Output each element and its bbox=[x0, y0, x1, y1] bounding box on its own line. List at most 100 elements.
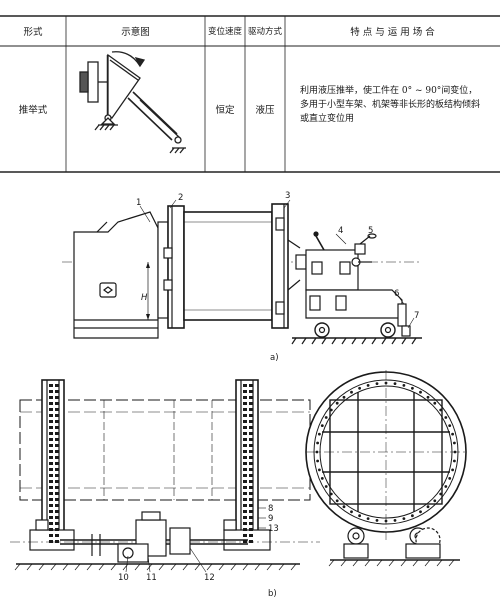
part-6-label: 6 bbox=[394, 289, 399, 299]
gear-tooth bbox=[243, 504, 247, 507]
ring-bolt bbox=[324, 485, 328, 488]
part-2-label: 2 bbox=[178, 193, 183, 203]
gear-tooth bbox=[49, 504, 53, 507]
ring-bolt bbox=[375, 519, 379, 522]
gear-tooth bbox=[243, 486, 247, 489]
gear-tooth bbox=[55, 396, 59, 399]
ring-bolt bbox=[426, 505, 430, 509]
part-12-label: 12 bbox=[204, 573, 215, 583]
ring-bolt bbox=[366, 384, 370, 387]
header-speed: 变位速度 bbox=[207, 27, 242, 37]
ring-bolt bbox=[342, 505, 346, 509]
gear-tooth bbox=[49, 456, 53, 459]
gear-tooth bbox=[55, 402, 59, 405]
ring-bolt bbox=[411, 514, 414, 518]
table-grid bbox=[0, 15, 500, 173]
gear-tooth bbox=[49, 510, 53, 513]
ring-bolt bbox=[318, 468, 321, 472]
gear-tooth bbox=[249, 474, 253, 477]
gear-tooth bbox=[249, 438, 253, 441]
ring-bolt bbox=[384, 519, 388, 523]
gear-tooth bbox=[243, 444, 247, 447]
gear-tooth bbox=[49, 540, 53, 543]
gear-tooth bbox=[49, 438, 53, 441]
gear-tooth bbox=[249, 540, 253, 543]
ring-bolt bbox=[316, 459, 319, 463]
gear-tooth bbox=[49, 390, 53, 393]
gear-tooth bbox=[243, 534, 247, 537]
gear-tooth bbox=[243, 426, 247, 429]
gear-tooth bbox=[49, 528, 53, 531]
gear-tooth bbox=[55, 438, 59, 441]
ring-bolt bbox=[366, 517, 370, 520]
ring-bolt bbox=[350, 510, 353, 514]
gear-tooth bbox=[49, 402, 53, 405]
ring-bolt bbox=[316, 441, 319, 445]
ring-bolt bbox=[433, 499, 437, 503]
gear-tooth bbox=[249, 468, 253, 471]
gear-tooth bbox=[55, 462, 59, 465]
gear-tooth bbox=[243, 498, 247, 501]
gear-tooth bbox=[55, 516, 59, 519]
gear-tooth bbox=[55, 444, 59, 447]
gear-tooth bbox=[249, 504, 253, 507]
ring-bolt bbox=[393, 519, 397, 522]
ring-bolt bbox=[411, 386, 414, 390]
gear-tooth bbox=[243, 390, 247, 393]
gear-tooth bbox=[49, 408, 53, 411]
part-4-label: 4 bbox=[338, 226, 343, 236]
gear-tooth bbox=[243, 384, 247, 387]
gear-tooth bbox=[49, 474, 53, 477]
gear-tooth bbox=[55, 426, 59, 429]
ring-bolt bbox=[448, 424, 452, 427]
gear-tooth bbox=[55, 390, 59, 393]
gear-tooth bbox=[249, 480, 253, 483]
gear-tooth bbox=[55, 522, 59, 525]
gear-tooth bbox=[243, 474, 247, 477]
ring-bolt bbox=[320, 477, 324, 480]
gear-tooth bbox=[249, 462, 253, 465]
ring-bolt bbox=[342, 395, 346, 399]
gear-tooth bbox=[55, 540, 59, 543]
ring-bolt bbox=[329, 408, 333, 412]
gear-tooth bbox=[55, 414, 59, 417]
gear-tooth bbox=[249, 444, 253, 447]
ring-bolt bbox=[335, 499, 339, 503]
ring-bolt bbox=[453, 459, 456, 463]
gear-tooth bbox=[249, 408, 253, 411]
ring-bolt bbox=[329, 492, 333, 496]
gear-tooth bbox=[49, 468, 53, 471]
ring-bolt bbox=[402, 384, 406, 387]
ring-bolt bbox=[419, 390, 422, 394]
gear-tooth bbox=[49, 450, 53, 453]
ring-bolt bbox=[358, 386, 361, 390]
dimension-h-label: H bbox=[141, 293, 148, 303]
gear-tooth bbox=[49, 384, 53, 387]
ring-bolt bbox=[433, 401, 437, 405]
gear-tooth bbox=[243, 438, 247, 441]
gear-tooth bbox=[243, 516, 247, 519]
gear-tooth bbox=[243, 420, 247, 423]
gear-tooth bbox=[249, 498, 253, 501]
gear-tooth bbox=[249, 516, 253, 519]
row-description: 利用液压推举，使工件在 0° ~ 90°间变位，多用于小型车架、机架等非长形的板… bbox=[300, 86, 481, 124]
ring-bolt bbox=[318, 432, 321, 436]
part-5-label: 5 bbox=[368, 226, 373, 236]
gear-tooth bbox=[55, 486, 59, 489]
row-drive: 液压 bbox=[255, 105, 275, 116]
ring-bolt bbox=[448, 477, 452, 480]
gear-tooth bbox=[49, 420, 53, 423]
gear-tooth bbox=[243, 528, 247, 531]
ring-bolt bbox=[453, 450, 457, 454]
part-8-label: 8 bbox=[268, 504, 273, 514]
gear-tooth bbox=[55, 498, 59, 501]
ring-bolt bbox=[444, 485, 448, 488]
gear-tooth bbox=[55, 528, 59, 531]
gear-tooth bbox=[249, 426, 253, 429]
gear-tooth bbox=[55, 534, 59, 537]
ring-bolt bbox=[451, 432, 454, 436]
gear-tooth bbox=[243, 462, 247, 465]
ring-bolt bbox=[384, 381, 388, 385]
gear-tooth bbox=[249, 486, 253, 489]
